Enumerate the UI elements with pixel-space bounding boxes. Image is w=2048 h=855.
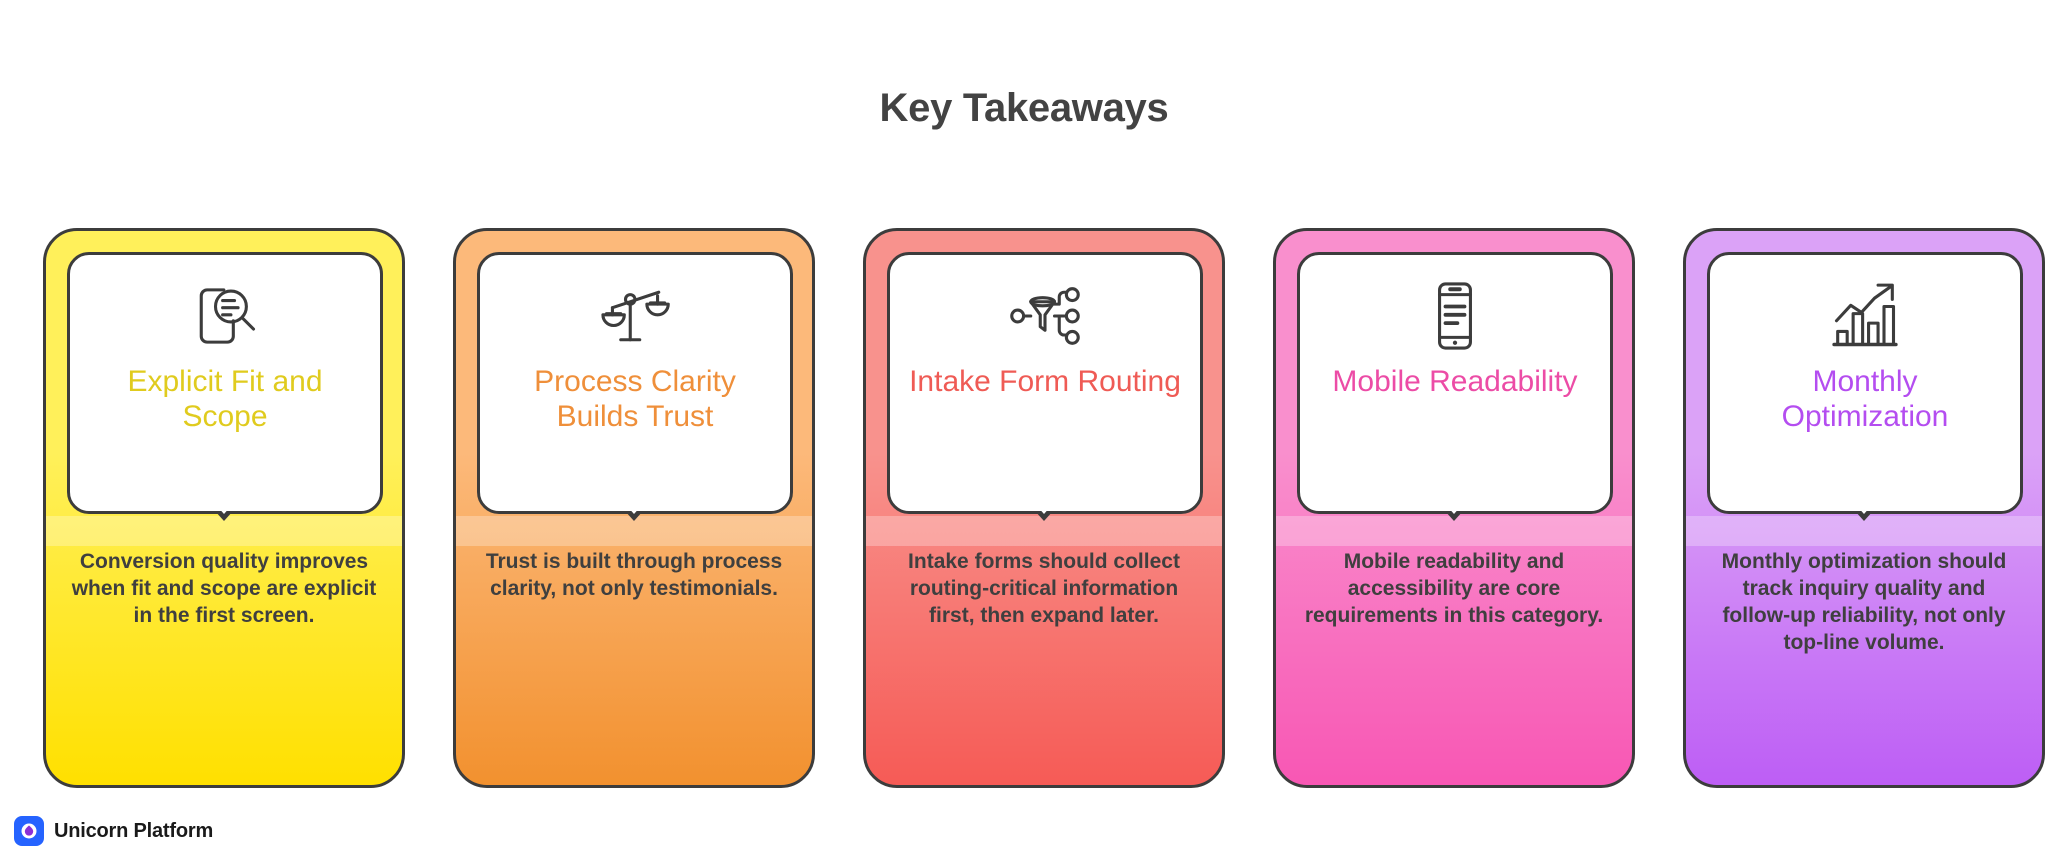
bubble-tail-fill xyxy=(612,489,656,514)
takeaway-card[interactable]: Mobile Readability Mobile readability an… xyxy=(1273,228,1635,788)
card-title: Explicit Fit and Scope xyxy=(127,365,323,433)
takeaway-card[interactable]: Explicit Fit and Scope Conversion qualit… xyxy=(43,228,405,788)
card-bubble: Monthly Optimization xyxy=(1707,252,2023,514)
brand-name: Unicorn Platform xyxy=(54,819,214,842)
card-description: Monthly optimization should track inquir… xyxy=(1721,550,2007,654)
card-title: Mobile Readability xyxy=(1332,365,1578,398)
card-title: Intake Form Routing xyxy=(909,365,1181,398)
card-bubble: Explicit Fit and Scope xyxy=(67,252,383,514)
bubble-tail-fill xyxy=(1432,489,1476,514)
funnel-routing-icon xyxy=(1007,277,1083,355)
card-title: Monthly Optimization xyxy=(1781,365,1949,433)
page-title: Key Takeaways xyxy=(879,86,1169,130)
takeaway-card[interactable]: Monthly Optimization Monthly optimizatio… xyxy=(1683,228,2045,788)
unicorn-droplet-icon xyxy=(14,816,44,846)
card-bubble: Intake Form Routing xyxy=(887,252,1203,514)
card-bubble: Process Clarity Builds Trust xyxy=(477,252,793,514)
card-bubble: Mobile Readability xyxy=(1297,252,1613,514)
card-description: Intake forms should collect routing-crit… xyxy=(908,550,1180,627)
document-search-icon xyxy=(187,277,263,355)
takeaway-card-row: Explicit Fit and Scope Conversion qualit… xyxy=(43,228,2045,788)
growth-bar-chart-icon xyxy=(1827,277,1903,355)
bubble-tail-fill xyxy=(1022,489,1066,514)
mobile-phone-icon xyxy=(1417,277,1493,355)
footer-branding: Unicorn Platform xyxy=(14,816,213,846)
takeaway-card[interactable]: Process Clarity Builds Trust Trust is bu… xyxy=(453,228,815,788)
card-description: Trust is built through process clarity, … xyxy=(485,550,783,600)
takeaway-card[interactable]: Intake Form Routing Intake forms should … xyxy=(863,228,1225,788)
bubble-tail-fill xyxy=(202,489,246,514)
balance-scale-icon xyxy=(597,277,673,355)
bubble-tail-fill xyxy=(1842,489,1886,514)
card-description: Conversion quality improves when fit and… xyxy=(71,550,377,627)
card-title: Process Clarity Builds Trust xyxy=(534,365,736,433)
card-description: Mobile readability and accessibility are… xyxy=(1304,550,1604,627)
